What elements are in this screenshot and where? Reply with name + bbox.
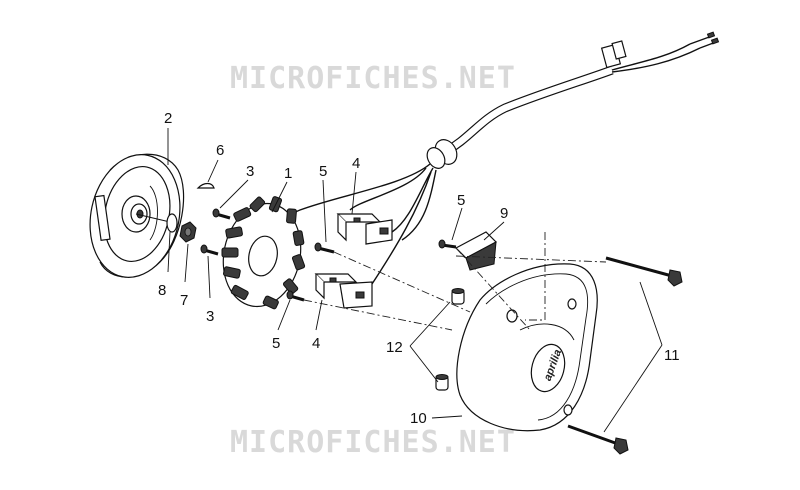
cable-grommet	[426, 139, 458, 169]
cover-bolt-bottom	[567, 424, 629, 455]
label-3-bottom: 3	[206, 308, 214, 325]
label-8: 8	[158, 282, 166, 299]
label-6: 6	[216, 142, 224, 159]
label-11: 11	[664, 347, 680, 364]
generator-cover: aprilia	[456, 263, 598, 432]
label-5-top: 5	[319, 163, 327, 180]
pickup-screw-bottom	[286, 290, 305, 302]
callout-labels: 2 6 3 1 5 4 5 9 8 7 3 5 4 12 11 10	[158, 110, 680, 427]
cover-bolt-top	[605, 256, 683, 287]
label-4-bottom: 4	[312, 335, 320, 352]
label-10: 10	[410, 410, 427, 427]
woodruff-key	[196, 182, 215, 189]
stator-coils	[221, 196, 306, 310]
label-12: 12	[386, 339, 403, 356]
harness-connector	[600, 40, 627, 69]
flywheel	[89, 153, 185, 278]
pickup-screw-right	[438, 239, 457, 249]
alignment-lines	[303, 232, 607, 331]
pickup-sensor-top	[336, 213, 393, 245]
label-5-bottom: 5	[272, 335, 280, 352]
watermark-bottom: MICROFICHES.NET	[230, 425, 516, 460]
watermark-top: MICROFICHES.NET	[230, 61, 516, 96]
stator-screw-bottom	[200, 244, 219, 256]
pickup-sensor-bottom	[314, 273, 373, 309]
stator-screw-top	[212, 208, 231, 220]
bracket	[455, 231, 497, 271]
label-3-top: 3	[246, 163, 254, 180]
label-7: 7	[180, 292, 188, 309]
pickup-screw-top	[314, 242, 335, 254]
label-2: 2	[164, 110, 172, 127]
wiring-harness	[275, 31, 720, 291]
leader-lines	[167, 128, 663, 433]
label-9: 9	[500, 205, 508, 222]
label-5-right: 5	[457, 192, 465, 209]
flywheel-nut	[179, 221, 197, 243]
dowel-pin-bottom	[435, 374, 449, 391]
dowel-pin-top	[451, 288, 465, 305]
label-1: 1	[284, 165, 292, 182]
washer	[166, 213, 178, 233]
stator	[221, 196, 306, 310]
label-4-top: 4	[352, 155, 360, 172]
